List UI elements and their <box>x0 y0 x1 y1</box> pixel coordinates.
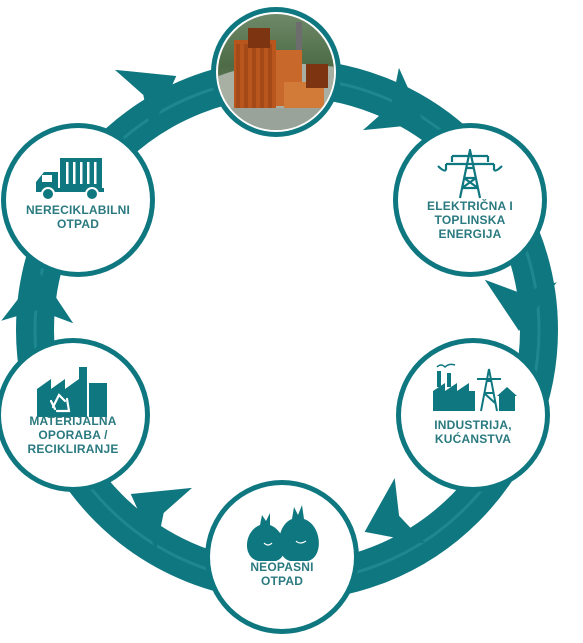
cycle-arrowhead <box>362 67 425 131</box>
node-label-line: RECIKLIRANJE <box>27 442 118 456</box>
node-label-line: KUĆANSTVA <box>435 431 511 446</box>
cycle-arrowhead <box>130 487 193 551</box>
cycle-node-plant <box>211 7 341 137</box>
node-label-line: MATERIJALNA <box>29 414 116 428</box>
garbage-bags-icon <box>246 505 319 561</box>
recycling-factory-icon <box>37 367 107 417</box>
node-disc <box>398 128 542 272</box>
node-label-line: NERECIKLABILNI <box>26 203 130 217</box>
cycle-arrowhead <box>1 272 74 324</box>
cycle-arrowhead <box>484 279 557 331</box>
node-disc <box>210 485 354 629</box>
power-pylon-icon <box>437 148 503 199</box>
node-label-line: TOPLINSKA <box>435 213 506 227</box>
cycle-arrowhead <box>364 478 426 544</box>
cycle-arrowhead <box>114 69 177 133</box>
node-label-line: OPORABA / <box>38 428 108 442</box>
cycle-node-industry: INDUSTRIJA,KUĆANSTVA <box>396 338 550 492</box>
node-label-line: ELEKTRIČNA I <box>427 198 513 213</box>
node-label-line: INDUSTRIJA, <box>434 418 512 432</box>
node-label-line: ENERGIJA <box>439 227 502 241</box>
factory-and-house-icon <box>433 363 517 412</box>
node-label-line: OTPAD <box>57 217 99 231</box>
node-disc <box>6 128 150 272</box>
node-label-line: NEOPASNI <box>250 560 313 574</box>
garbage-truck-icon <box>36 158 104 201</box>
node-label-line: OTPAD <box>261 574 303 588</box>
node-disc <box>401 343 545 487</box>
waste-to-energy-plant <box>218 14 334 130</box>
cycle-arrowheads <box>1 67 557 551</box>
